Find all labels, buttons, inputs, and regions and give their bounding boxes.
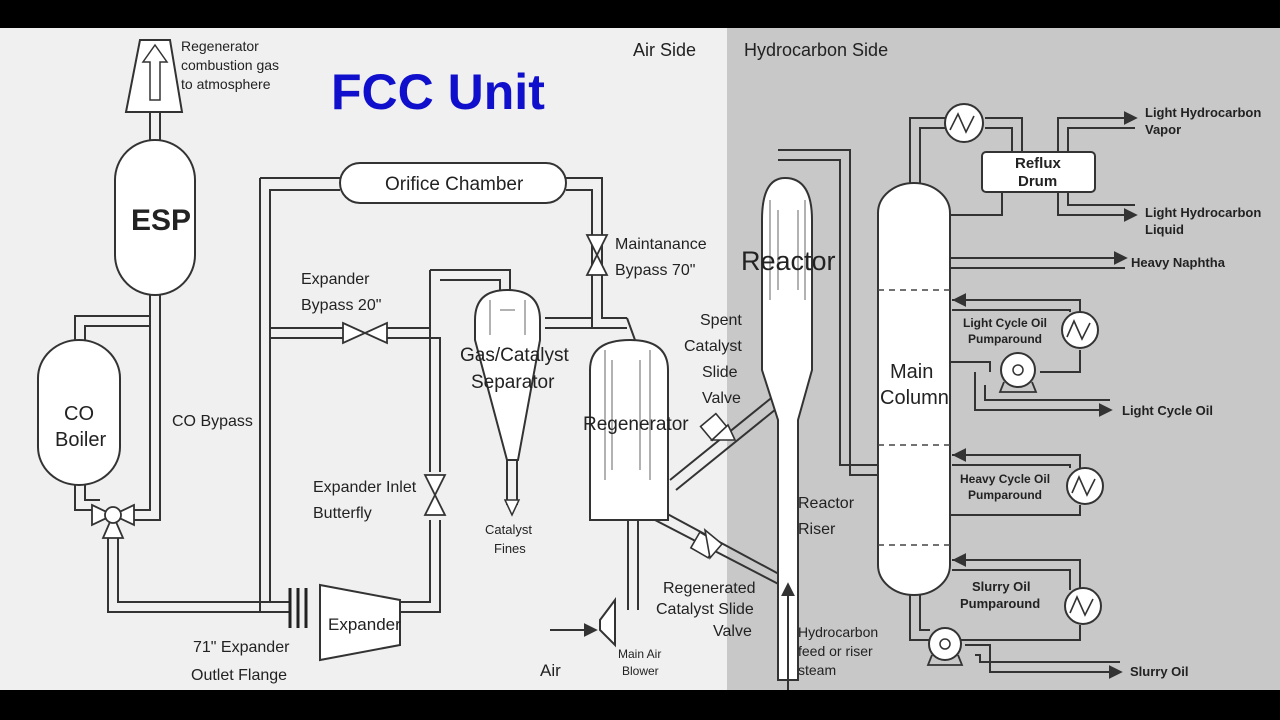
gas-catalyst-separator xyxy=(474,288,541,517)
hydrocarbon-side-label: Hydrocarbon Side xyxy=(744,40,888,60)
main-column-vessel xyxy=(877,182,951,596)
lco-pump-icon xyxy=(998,352,1038,393)
separator-label-2: Separator xyxy=(471,372,555,393)
slurry-exchanger-icon xyxy=(1064,587,1102,625)
spent-slide-label-2: Catalyst xyxy=(684,338,742,355)
hco-pumparound-label-1: Heavy Cycle Oil xyxy=(960,472,1050,486)
hydrocarbon-side-panel xyxy=(727,28,1280,690)
esp-vessel xyxy=(114,139,196,296)
co-boiler-label-1: CO xyxy=(64,403,94,425)
co-bypass-valve-icon[interactable] xyxy=(91,503,135,539)
spent-slide-label-4: Valve xyxy=(702,390,741,407)
maintenance-bypass-label-2: Bypass 70" xyxy=(615,262,695,279)
reflux-drum-label-1: Reflux xyxy=(1015,155,1062,172)
lco-pumparound-label-1: Light Cycle Oil xyxy=(963,316,1047,330)
light-hc-liquid-label-1: Light Hydrocarbon xyxy=(1145,205,1261,220)
slurry-pumparound-label-1: Slurry Oil xyxy=(972,579,1031,594)
page-title: FCC Unit xyxy=(331,64,545,120)
top-frame-bar xyxy=(0,0,1280,28)
reflux-drum-label-2: Drum xyxy=(1018,173,1057,190)
slurry-pump-icon xyxy=(926,627,964,666)
hco-exchanger-icon xyxy=(1066,467,1104,505)
reactor-vessel xyxy=(761,176,813,681)
expander-label: Expander xyxy=(328,615,401,634)
spent-slide-label-3: Slide xyxy=(702,364,738,381)
expander-bypass-label-2: Bypass 20" xyxy=(301,297,381,314)
heavy-naphtha-label: Heavy Naphtha xyxy=(1131,255,1226,270)
light-hc-vapor-label-2: Vapor xyxy=(1145,122,1181,137)
light-hc-vapor-label-1: Light Hydrocarbon xyxy=(1145,105,1261,120)
regenerated-catalyst-slide-valve-icon[interactable] xyxy=(689,528,724,560)
reactor-riser-label-1: Reactor xyxy=(798,495,855,512)
expander-bypass-label-1: Expander xyxy=(301,271,370,288)
expander-bypass-valve-icon[interactable] xyxy=(342,321,388,345)
main-column-label-1: Main xyxy=(890,361,933,383)
expander-inlet-butterfly-valve-icon[interactable] xyxy=(423,474,447,516)
hco-pumparound-label-2: Pumparound xyxy=(968,488,1042,502)
expander-inlet-label-2: Butterfly xyxy=(313,505,372,522)
main-column-label-2: Column xyxy=(880,387,949,409)
regen-slide-label-3: Valve xyxy=(713,623,752,640)
slurry-oil-label: Slurry Oil xyxy=(1130,664,1189,679)
bottom-frame-bar xyxy=(0,690,1280,720)
co-boiler-label-2: Boiler xyxy=(55,429,106,451)
co-bypass-label: CO Bypass xyxy=(172,413,253,430)
regenerator-label: Regenerator xyxy=(583,414,689,435)
lco-exchanger-icon xyxy=(1061,311,1099,349)
separator-label-1: Gas/Catalyst xyxy=(460,345,569,366)
outlet-flange-label-2: Outlet Flange xyxy=(191,667,287,684)
hc-feed-label-3: steam xyxy=(798,662,836,678)
hc-feed-label-1: Hydrocarbon xyxy=(798,624,878,640)
slurry-pumparound-label-2: Pumparound xyxy=(960,596,1040,611)
regenerator-vessel xyxy=(589,338,669,521)
regen-slide-label-2: Catalyst Slide xyxy=(656,601,754,618)
catalyst-fines-label-2: Fines xyxy=(494,541,526,556)
co-boiler-vessel xyxy=(37,339,121,486)
overhead-exchanger-icon xyxy=(944,103,984,143)
air-side-label: Air Side xyxy=(633,40,696,60)
air-label: Air xyxy=(540,661,561,680)
regen-slide-label-1: Regenerated xyxy=(663,580,756,597)
reflux-drum xyxy=(981,151,1096,193)
reactor-label: Reactor xyxy=(741,246,836,276)
outlet-flange-label-1: 71" Expander xyxy=(193,639,290,656)
spent-slide-label-1: Spent xyxy=(700,312,742,329)
expander-inlet-label-1: Expander Inlet xyxy=(313,479,417,496)
orifice-chamber xyxy=(339,162,567,204)
expander-outlet-flange xyxy=(288,588,308,628)
main-air-blower xyxy=(550,597,616,648)
reactor-riser-label-2: Riser xyxy=(798,521,836,538)
maintenance-bypass-label-1: Maintanance xyxy=(615,236,707,253)
expander xyxy=(319,583,401,662)
maintenance-bypass-valve-icon[interactable] xyxy=(585,234,609,276)
lco-pumparound-label-2: Pumparound xyxy=(968,332,1042,346)
regenerator-stack xyxy=(124,39,184,113)
spent-catalyst-slide-valve-icon[interactable] xyxy=(699,412,737,442)
esp-label: ESP xyxy=(131,204,191,237)
light-cycle-oil-label: Light Cycle Oil xyxy=(1122,403,1213,418)
light-hc-liquid-label-2: Liquid xyxy=(1145,222,1184,237)
stack-label-3: to atmosphere xyxy=(181,76,271,92)
main-air-blower-label-1: Main Air xyxy=(618,647,661,661)
orifice-chamber-label: Orifice Chamber xyxy=(385,174,524,195)
stack-label-2: combustion gas xyxy=(181,57,279,73)
stack-label-1: Regenerator xyxy=(181,38,259,54)
hc-feed-label-2: feed or riser xyxy=(798,643,873,659)
main-air-blower-label-2: Blower xyxy=(622,664,659,678)
catalyst-fines-label-1: Catalyst xyxy=(485,522,532,537)
hydrocarbon-piping xyxy=(778,111,1138,679)
